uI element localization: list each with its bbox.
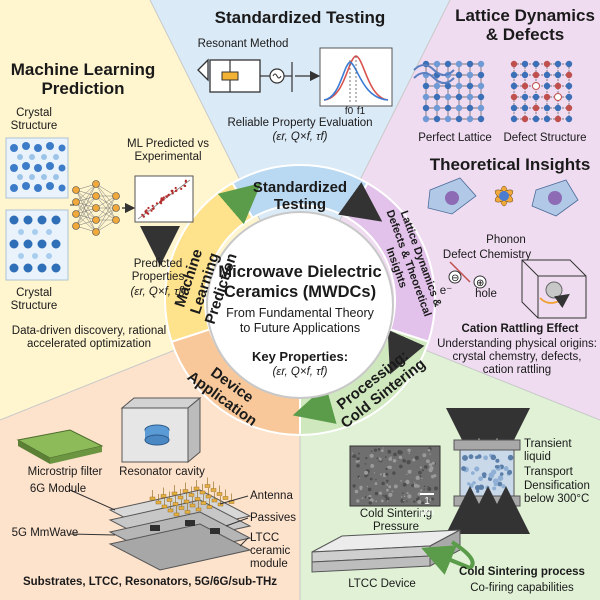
crystal-structure-bottom-graphic — [5, 209, 69, 281]
center-circle — [206, 211, 394, 399]
scatter-point — [160, 199, 163, 202]
microstrip-filter-label: Microstrip filter — [27, 466, 103, 478]
predicted-properties-label: Predicted Properties — [131, 258, 185, 283]
scatter-point — [174, 186, 177, 190]
cold-sintering-process-label: Cold Sintering process — [459, 566, 585, 578]
ring-label-standardized: Standardized Testing — [252, 179, 348, 213]
scatter-point — [160, 197, 163, 200]
densification-label: Densification below 300°C — [524, 480, 590, 505]
ring-arrow-4 — [292, 385, 337, 424]
center-key-values: (εr, Q×f, τf) — [272, 366, 328, 378]
ring-arrow-1 — [217, 182, 262, 225]
crystal-structure-bottom-label: Crystal Structure — [10, 287, 58, 312]
ml-section-title: Machine Learning Prediction — [10, 60, 156, 98]
press-graphic — [446, 408, 530, 534]
scatter-point — [167, 193, 170, 196]
f0-label: f0 — [344, 106, 354, 117]
scatter-point — [160, 202, 163, 205]
theoretical-insights-title: Theoretical Insights — [429, 155, 591, 174]
reliable-evaluation-label: Reliable Property Evaluation — [227, 117, 373, 129]
scatter-point — [174, 189, 177, 192]
resonator-cavity-label: Resonator cavity — [119, 466, 205, 478]
sem-image-graphic — [349, 445, 441, 507]
scatter-point — [180, 187, 183, 190]
svg-text:⊕: ⊕ — [476, 278, 484, 289]
top-section-title: Standardized Testing — [214, 8, 386, 27]
ring-arrow-2 — [338, 182, 383, 222]
rattling-cube-graphic — [521, 259, 587, 319]
rattling-description: Understanding physical origins: crystal … — [437, 338, 597, 376]
rattling-title: Cation Rattling Effect — [461, 323, 579, 335]
scatter-point — [151, 204, 154, 207]
scatter-point — [146, 212, 149, 215]
scatter-point — [150, 209, 153, 212]
neural-network-graphic — [72, 180, 120, 236]
resonance-plot — [319, 47, 393, 107]
resonant-method-diagram — [197, 58, 321, 93]
center-title: Microwave Dielectric Ceramics (MWDCs) — [218, 263, 382, 301]
f1-label: f1 — [356, 106, 366, 117]
microstrip-filter-graphic — [16, 429, 104, 464]
perfect-lattice-label: Perfect Lattice — [418, 132, 492, 144]
transient-liquid-label: Transient liquid — [524, 438, 572, 463]
ml-scatter-plot — [134, 175, 194, 223]
ltcc-device-label: LTCC Device — [348, 578, 416, 590]
ring-arrow-3 — [387, 329, 425, 375]
ltcc-module-label: LTCC ceramic module — [250, 532, 291, 570]
electron-label: e⁻ — [439, 285, 453, 297]
crystal-structure-top-graphic — [5, 137, 69, 199]
ltcc-module-graphic — [108, 477, 252, 571]
hole-label: hole — [475, 288, 497, 300]
antenna-label: Antenna — [250, 490, 293, 502]
6g-module-label: 6G Module — [29, 483, 87, 495]
lattice-section-title: Lattice Dynamics & Defects — [455, 6, 595, 44]
scatter-point — [171, 190, 174, 193]
scatter-point — [142, 215, 145, 218]
predicted-properties-values: (εr, Q×f, τf) — [130, 286, 186, 298]
passives-label: Passives — [250, 512, 297, 524]
scatter-point — [183, 184, 186, 187]
ml-footer: Data-driven discovery, rational accelera… — [11, 325, 167, 350]
transport-label: Transport — [524, 466, 573, 478]
scatter-point — [171, 192, 174, 195]
defect-structure-label: Defect Structure — [503, 132, 587, 144]
scatter-point — [141, 213, 144, 216]
svg-text:⊖: ⊖ — [451, 273, 459, 284]
cofiring-label: Co-firing capabilities — [470, 582, 574, 594]
crystal-structure-top-label: Crystal Structure — [10, 107, 58, 132]
device-footer: Substrates, LTCC, Resonators, 5G/6G/sub-… — [22, 576, 278, 588]
scatter-point — [165, 195, 168, 198]
scatter-point — [151, 207, 155, 210]
cold-sintering-pressure-label: Cold Sintering Pressure — [359, 508, 433, 533]
ml-vs-label: ML Predicted vs Experimental — [126, 138, 210, 163]
resonator-cavity-graphic — [120, 396, 202, 464]
scale-bar-label: 1 μm — [419, 496, 435, 518]
scatter-point — [145, 209, 148, 212]
resonant-method-label: Resonant Method — [197, 38, 289, 50]
reliable-evaluation-values: (εr, Q×f, τf) — [272, 131, 328, 143]
center-key-label: Key Properties: — [251, 349, 349, 364]
center-subtitle: From Fundamental Theory to Future Applic… — [226, 306, 374, 335]
defect-chemistry-label: Defect Chemistry — [442, 249, 532, 261]
defect-chemistry-graphic: ⊖ ⊕ — [448, 261, 487, 289]
scatter-point — [147, 206, 150, 210]
perfect-lattice-graphic — [422, 60, 485, 123]
scatter-point — [155, 202, 158, 205]
5g-mmwave-label: 5G MmWave — [11, 527, 79, 539]
phonon-graphic — [427, 177, 579, 217]
defect-lattice-graphic — [510, 60, 573, 123]
scatter-point — [184, 180, 187, 183]
phonon-label: Phonon — [486, 234, 526, 246]
